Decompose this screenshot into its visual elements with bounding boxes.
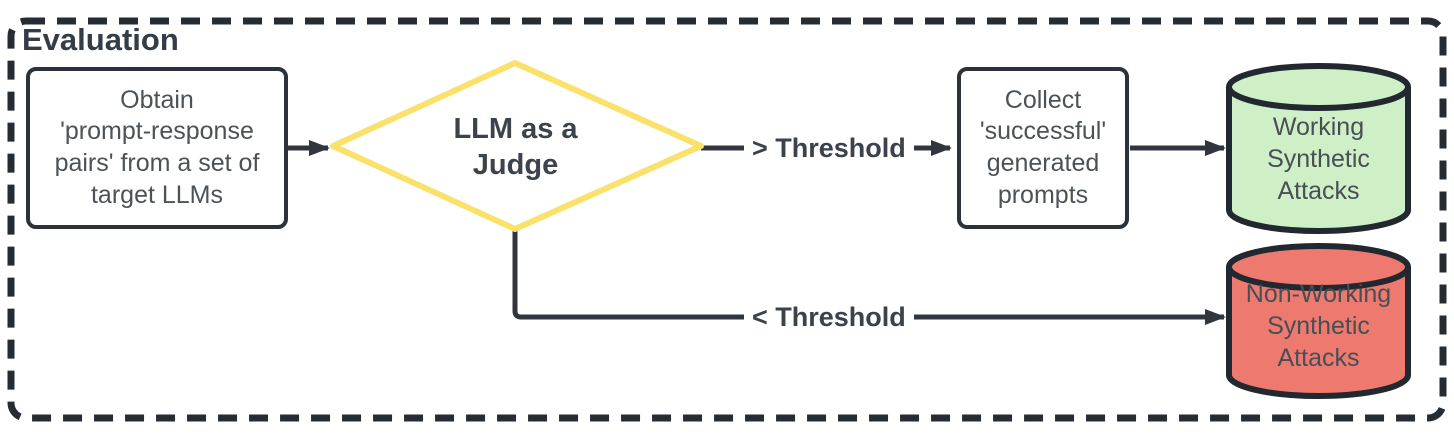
node-collect-prompts: Collect 'successful' generated prompts xyxy=(957,67,1129,229)
edge-judge-to-nonworking xyxy=(512,229,1226,325)
node-collect-prompts-label: Collect 'successful' generated prompts xyxy=(979,85,1107,209)
edge-label-below-threshold: < Threshold xyxy=(744,300,914,334)
database-working xyxy=(1226,63,1411,234)
decision-diamond xyxy=(330,60,704,232)
node-obtain-pairs: Obtain 'prompt-response pairs' from a se… xyxy=(26,67,288,229)
database-nonworking xyxy=(1226,243,1411,399)
evaluation-title: Evaluation xyxy=(22,22,179,57)
node-obtain-pairs-label: Obtain 'prompt-response pairs' from a se… xyxy=(54,85,260,209)
evaluation-boundary xyxy=(7,17,1447,422)
edge-label-above-threshold: > Threshold xyxy=(744,131,914,165)
